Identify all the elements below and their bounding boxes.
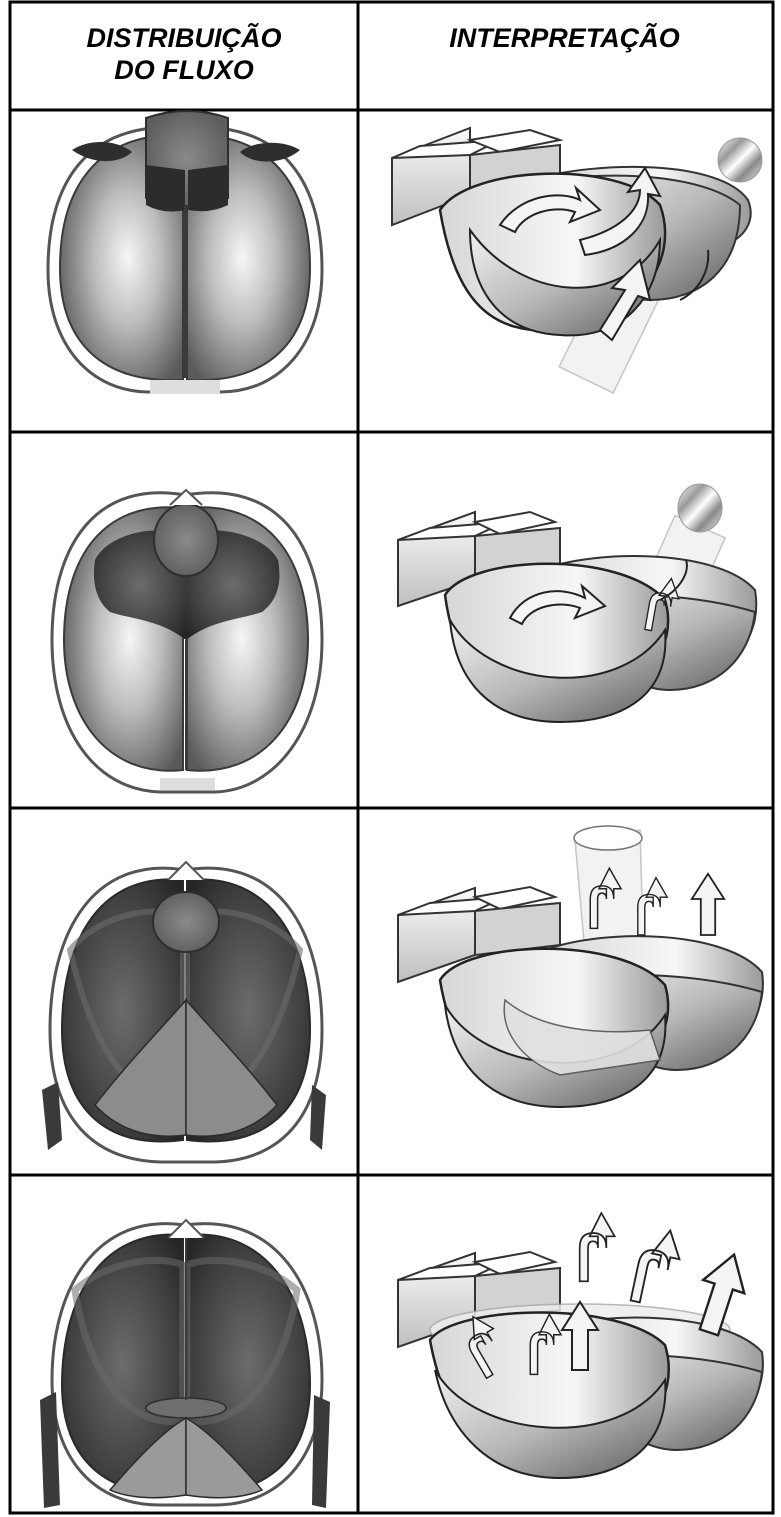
bowl-interpretation-4	[398, 1213, 763, 1478]
flow-distribution-1	[48, 111, 322, 394]
flow-distribution-2	[52, 490, 322, 792]
flow-distribution-3	[42, 862, 326, 1162]
bowl-interpretation-1	[392, 128, 762, 393]
bowl-interpretation-2	[398, 484, 756, 722]
flow-distribution-4	[40, 1220, 330, 1508]
bowl-interpretation-3	[398, 826, 763, 1107]
